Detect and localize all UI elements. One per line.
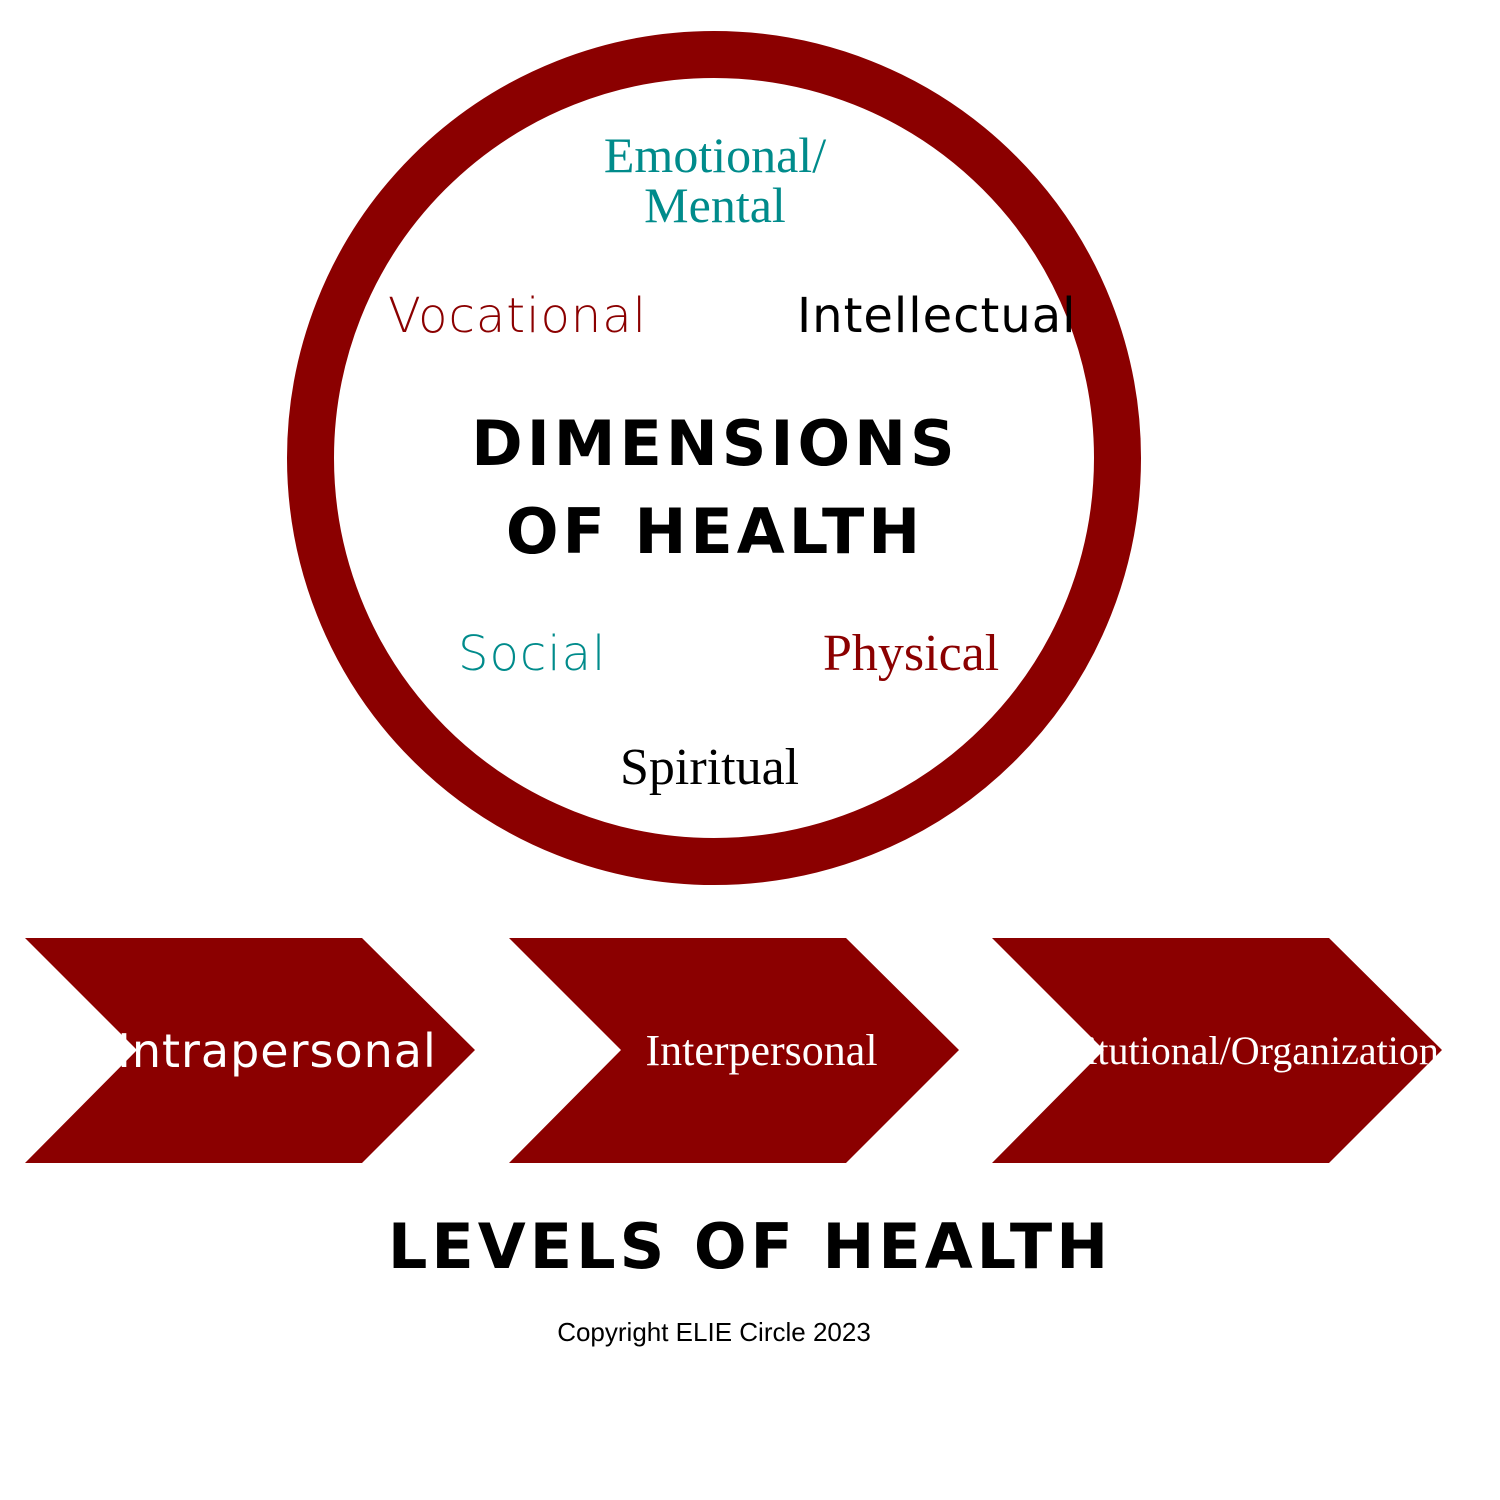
dimension-emotional-mental: Emotional/ Mental: [500, 130, 930, 230]
dimension-vocational: Vocational: [388, 288, 647, 344]
dimension-emotional-line1: Emotional/: [603, 127, 827, 183]
levels-title: LEVELS OF HEALTH: [387, 1210, 1113, 1283]
chevron-arrow-shape: [509, 938, 959, 1163]
dimension-social: Social: [458, 626, 607, 682]
level-label-institutional-line2: Organizational: [1230, 1027, 1468, 1073]
chevron-arrow-shape: [992, 938, 1442, 1163]
level-label-institutional-line1: Institutional/: [1026, 1027, 1231, 1073]
level-label-intrapersonal: Intrapersonal: [117, 1023, 437, 1078]
dimension-intellectual: Intellectual: [797, 288, 1077, 344]
copyright-text: Copyright ELIE Circle 2023: [557, 1317, 871, 1347]
dimension-spiritual: Spiritual: [620, 739, 800, 796]
level-chevron-interpersonal: Interpersonal: [509, 938, 959, 1163]
level-label-institutional: Institutional/ Organizational: [1026, 938, 1467, 1163]
dimension-physical: Physical: [823, 625, 1000, 682]
dimensions-title-line1: DIMENSIONS: [471, 407, 959, 480]
level-chevron-institutional: Institutional/ Organizational: [992, 938, 1468, 1163]
chevron-arrow-shape: [25, 938, 475, 1163]
level-label-interpersonal: Interpersonal: [645, 1026, 878, 1075]
dimensions-title-line2: OF HEALTH: [505, 495, 925, 568]
dimension-mental-line2: Mental: [644, 177, 786, 233]
dimensions-title: DIMENSIONS OF HEALTH: [440, 400, 990, 576]
level-chevron-intrapersonal: Intrapersonal: [25, 938, 475, 1163]
